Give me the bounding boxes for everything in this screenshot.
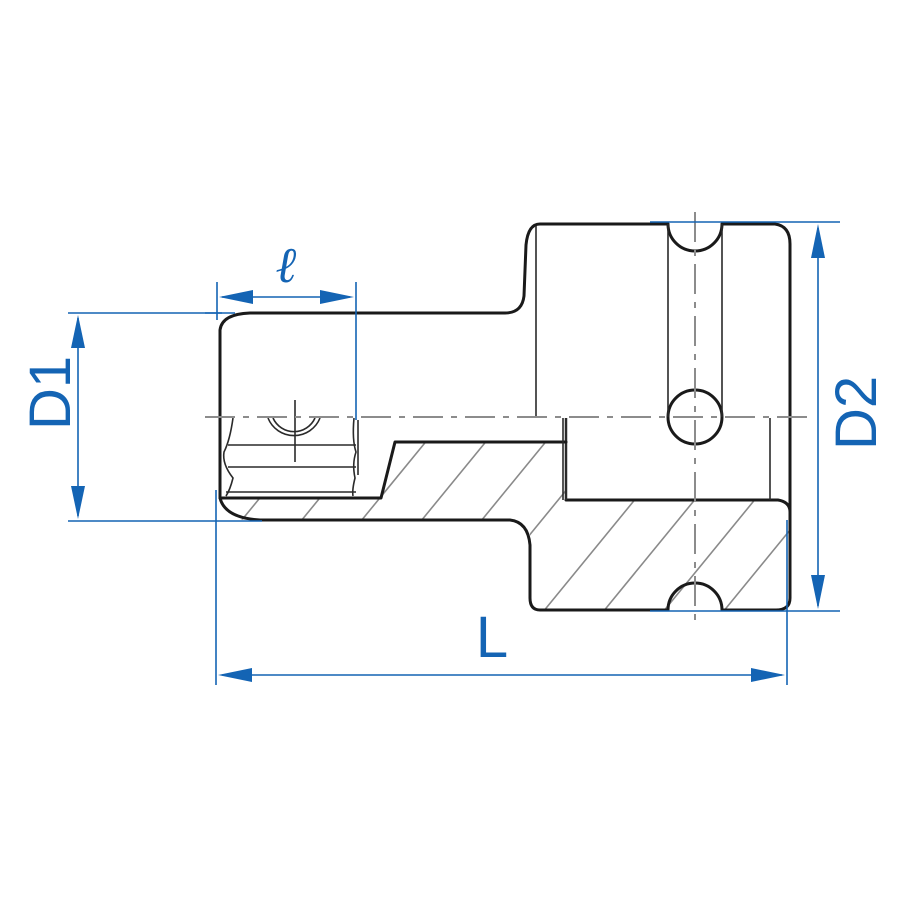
dimension-d1: D1 bbox=[18, 312, 262, 522]
centerlines bbox=[205, 212, 810, 622]
part-outline bbox=[218, 222, 792, 612]
dimension-L: L bbox=[215, 490, 788, 685]
dimension-d2: D2 bbox=[650, 221, 889, 612]
dimension-l-label: ℓ bbox=[276, 235, 297, 294]
dimension-d2-label: D2 bbox=[824, 376, 889, 450]
dimension-l: ℓ bbox=[205, 235, 357, 420]
dimension-L-label: L bbox=[476, 605, 508, 670]
dimension-d1-label: D1 bbox=[18, 356, 83, 430]
square-drive-detail bbox=[222, 400, 359, 497]
